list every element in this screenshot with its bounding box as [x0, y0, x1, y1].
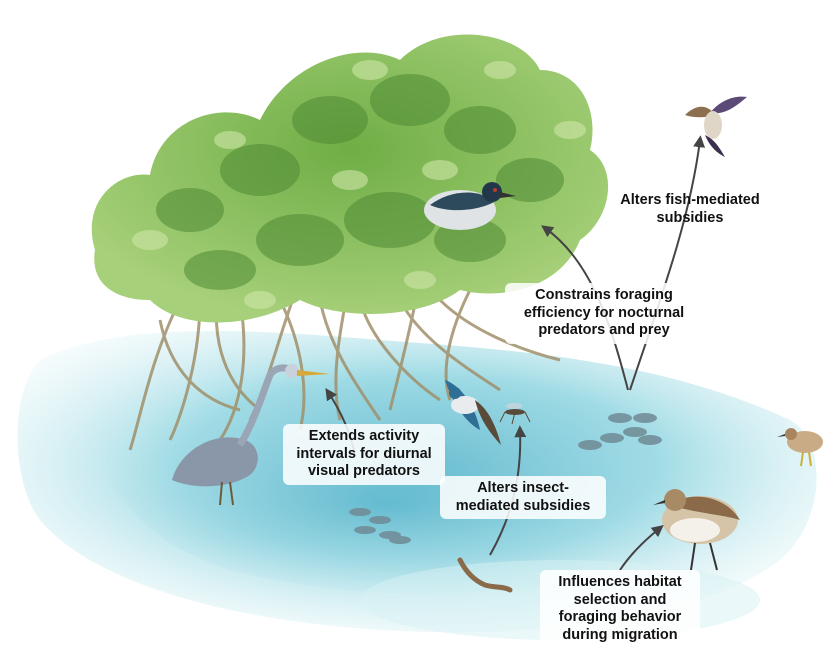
- label-nocturnal: Constrains foraging efficiency for noctu…: [505, 283, 703, 344]
- tern-icon: [685, 97, 747, 157]
- label-insect-subsidies: Alters insect- mediated subsidies: [440, 476, 606, 519]
- label-diurnal: Extends activity intervals for diurnal v…: [283, 424, 445, 485]
- arrow-fish-subsidies: [630, 140, 700, 390]
- label-fish-subsidies: Alters fish-mediated subsidies: [600, 188, 780, 231]
- mangrove-tree: [92, 35, 608, 323]
- label-migration: Influences habitat selection and foragin…: [540, 570, 700, 649]
